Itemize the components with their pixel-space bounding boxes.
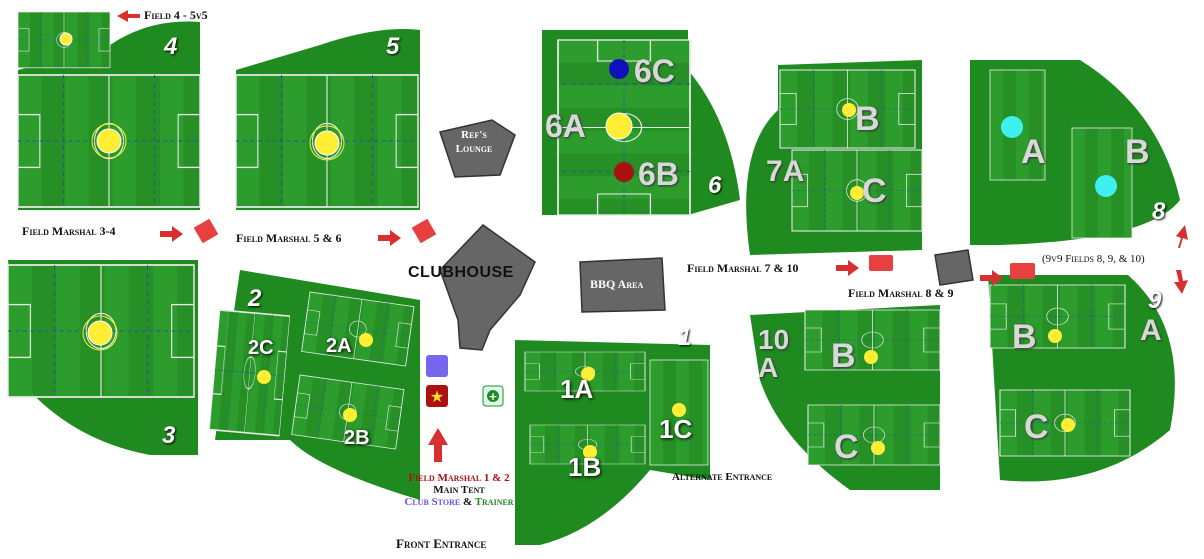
label-marshal-3-4: Field Marshal 3-4 bbox=[22, 224, 116, 238]
clubhouse-building bbox=[439, 224, 536, 351]
shed-building bbox=[934, 249, 974, 286]
field-number-2: 2 bbox=[248, 285, 262, 312]
label-club-store: Club Store bbox=[404, 496, 461, 508]
label-front-entrance: Front Entrance bbox=[396, 536, 487, 551]
label-trainer: Trainer bbox=[474, 496, 514, 508]
marshal-tent-8-9[interactable] bbox=[1010, 263, 1035, 279]
field-1[interactable] bbox=[515, 340, 710, 545]
bbq-area-building bbox=[579, 257, 666, 313]
field-number-9: 9 bbox=[1148, 287, 1162, 314]
field-9[interactable] bbox=[988, 275, 1175, 482]
subfield-2c: 2C bbox=[248, 337, 274, 359]
main-tent[interactable] bbox=[426, 385, 448, 407]
subfield-8b: B bbox=[1125, 133, 1150, 171]
field-number-8: 8 bbox=[1152, 198, 1166, 225]
marshal-tent-3-4[interactable] bbox=[193, 218, 219, 244]
subfield-9c: C bbox=[1024, 408, 1049, 446]
arrow-main-tent bbox=[428, 428, 448, 462]
arrow-field4 bbox=[117, 10, 140, 22]
arrow-marshal-8-9 bbox=[980, 270, 1003, 286]
marshal-tent-7-10[interactable] bbox=[869, 255, 893, 271]
field-number-1: 1 bbox=[678, 324, 692, 351]
refs-lounge-building bbox=[439, 119, 516, 178]
label-main-tent-block: Field Marshal 1 & 2 Main Tent Club Store… bbox=[398, 472, 520, 508]
field-7[interactable] bbox=[746, 60, 923, 255]
label-clubhouse: CLUBHOUSE bbox=[408, 264, 514, 281]
label-field4-5v5: Field 4 - 5v5 bbox=[144, 8, 208, 22]
marshal-tent-5-6[interactable] bbox=[411, 218, 437, 244]
svg-text:+: + bbox=[488, 390, 497, 403]
label-main-tent: Main Tent bbox=[433, 484, 485, 496]
subfield-7a: 7A bbox=[766, 155, 805, 188]
field-10[interactable] bbox=[750, 305, 941, 490]
subfield-10c: C bbox=[834, 428, 859, 466]
label-marshal-1-2: Field Marshal 1 & 2 bbox=[408, 472, 510, 484]
field-5[interactable] bbox=[235, 29, 420, 210]
subfield-1c: 1C bbox=[659, 414, 693, 444]
arrow-9v9-down bbox=[1174, 270, 1188, 294]
field-4[interactable] bbox=[17, 21, 201, 210]
field-3[interactable] bbox=[7, 260, 198, 455]
field-number-7: 7 bbox=[766, 155, 783, 188]
field-number-3: 3 bbox=[162, 422, 176, 449]
subfield-6b: 6B bbox=[638, 156, 679, 192]
label-bbq-area: BBQ Area bbox=[590, 277, 644, 291]
arrow-marshal-7-10 bbox=[836, 260, 859, 276]
field-number-4: 4 bbox=[164, 33, 178, 60]
subfield-7c: C bbox=[862, 172, 887, 210]
label-marshal-5-6: Field Marshal 5 & 6 bbox=[236, 231, 342, 245]
label-marshal-8-9: Field Marshal 8 & 9 bbox=[848, 286, 954, 300]
star-icon: ★ bbox=[430, 387, 444, 406]
subfield-6a: 6A bbox=[545, 108, 586, 144]
field-8[interactable] bbox=[970, 60, 1180, 245]
arrow-9v9-up bbox=[1176, 225, 1188, 248]
subfield-10b: B bbox=[831, 337, 856, 375]
subfield-2b: 2B bbox=[344, 427, 370, 449]
subfield-7b: B bbox=[855, 100, 880, 138]
field-2[interactable] bbox=[208, 270, 420, 500]
label-9v9-fields: (9v9 Fields 8, 9, & 10) bbox=[1042, 253, 1145, 265]
club-store-tent[interactable] bbox=[426, 355, 448, 377]
subfield-1a: 1A bbox=[560, 374, 594, 404]
field-4-5v5[interactable] bbox=[17, 11, 111, 69]
field-number-5: 5 bbox=[386, 33, 400, 60]
field-number-6: 6 bbox=[708, 172, 722, 199]
label-marshal-7-10: Field Marshal 7 & 10 bbox=[687, 261, 799, 275]
field-number-10: 10 bbox=[758, 324, 790, 355]
first-aid-icon bbox=[487, 390, 499, 402]
field-6[interactable] bbox=[542, 30, 740, 216]
subfield-6c: 6C bbox=[634, 53, 675, 89]
arrow-marshal-3-4 bbox=[160, 226, 183, 242]
subfield-2a: 2A bbox=[326, 335, 352, 357]
arrow-marshal-5-6 bbox=[378, 230, 401, 246]
subfield-1b: 1B bbox=[568, 452, 602, 482]
label-alternate-entrance: Alternate Entrance bbox=[672, 471, 773, 483]
subfield-8a: A bbox=[1021, 133, 1046, 171]
subfield-9a: A bbox=[1140, 314, 1162, 347]
subfield-9b: B bbox=[1012, 318, 1037, 356]
